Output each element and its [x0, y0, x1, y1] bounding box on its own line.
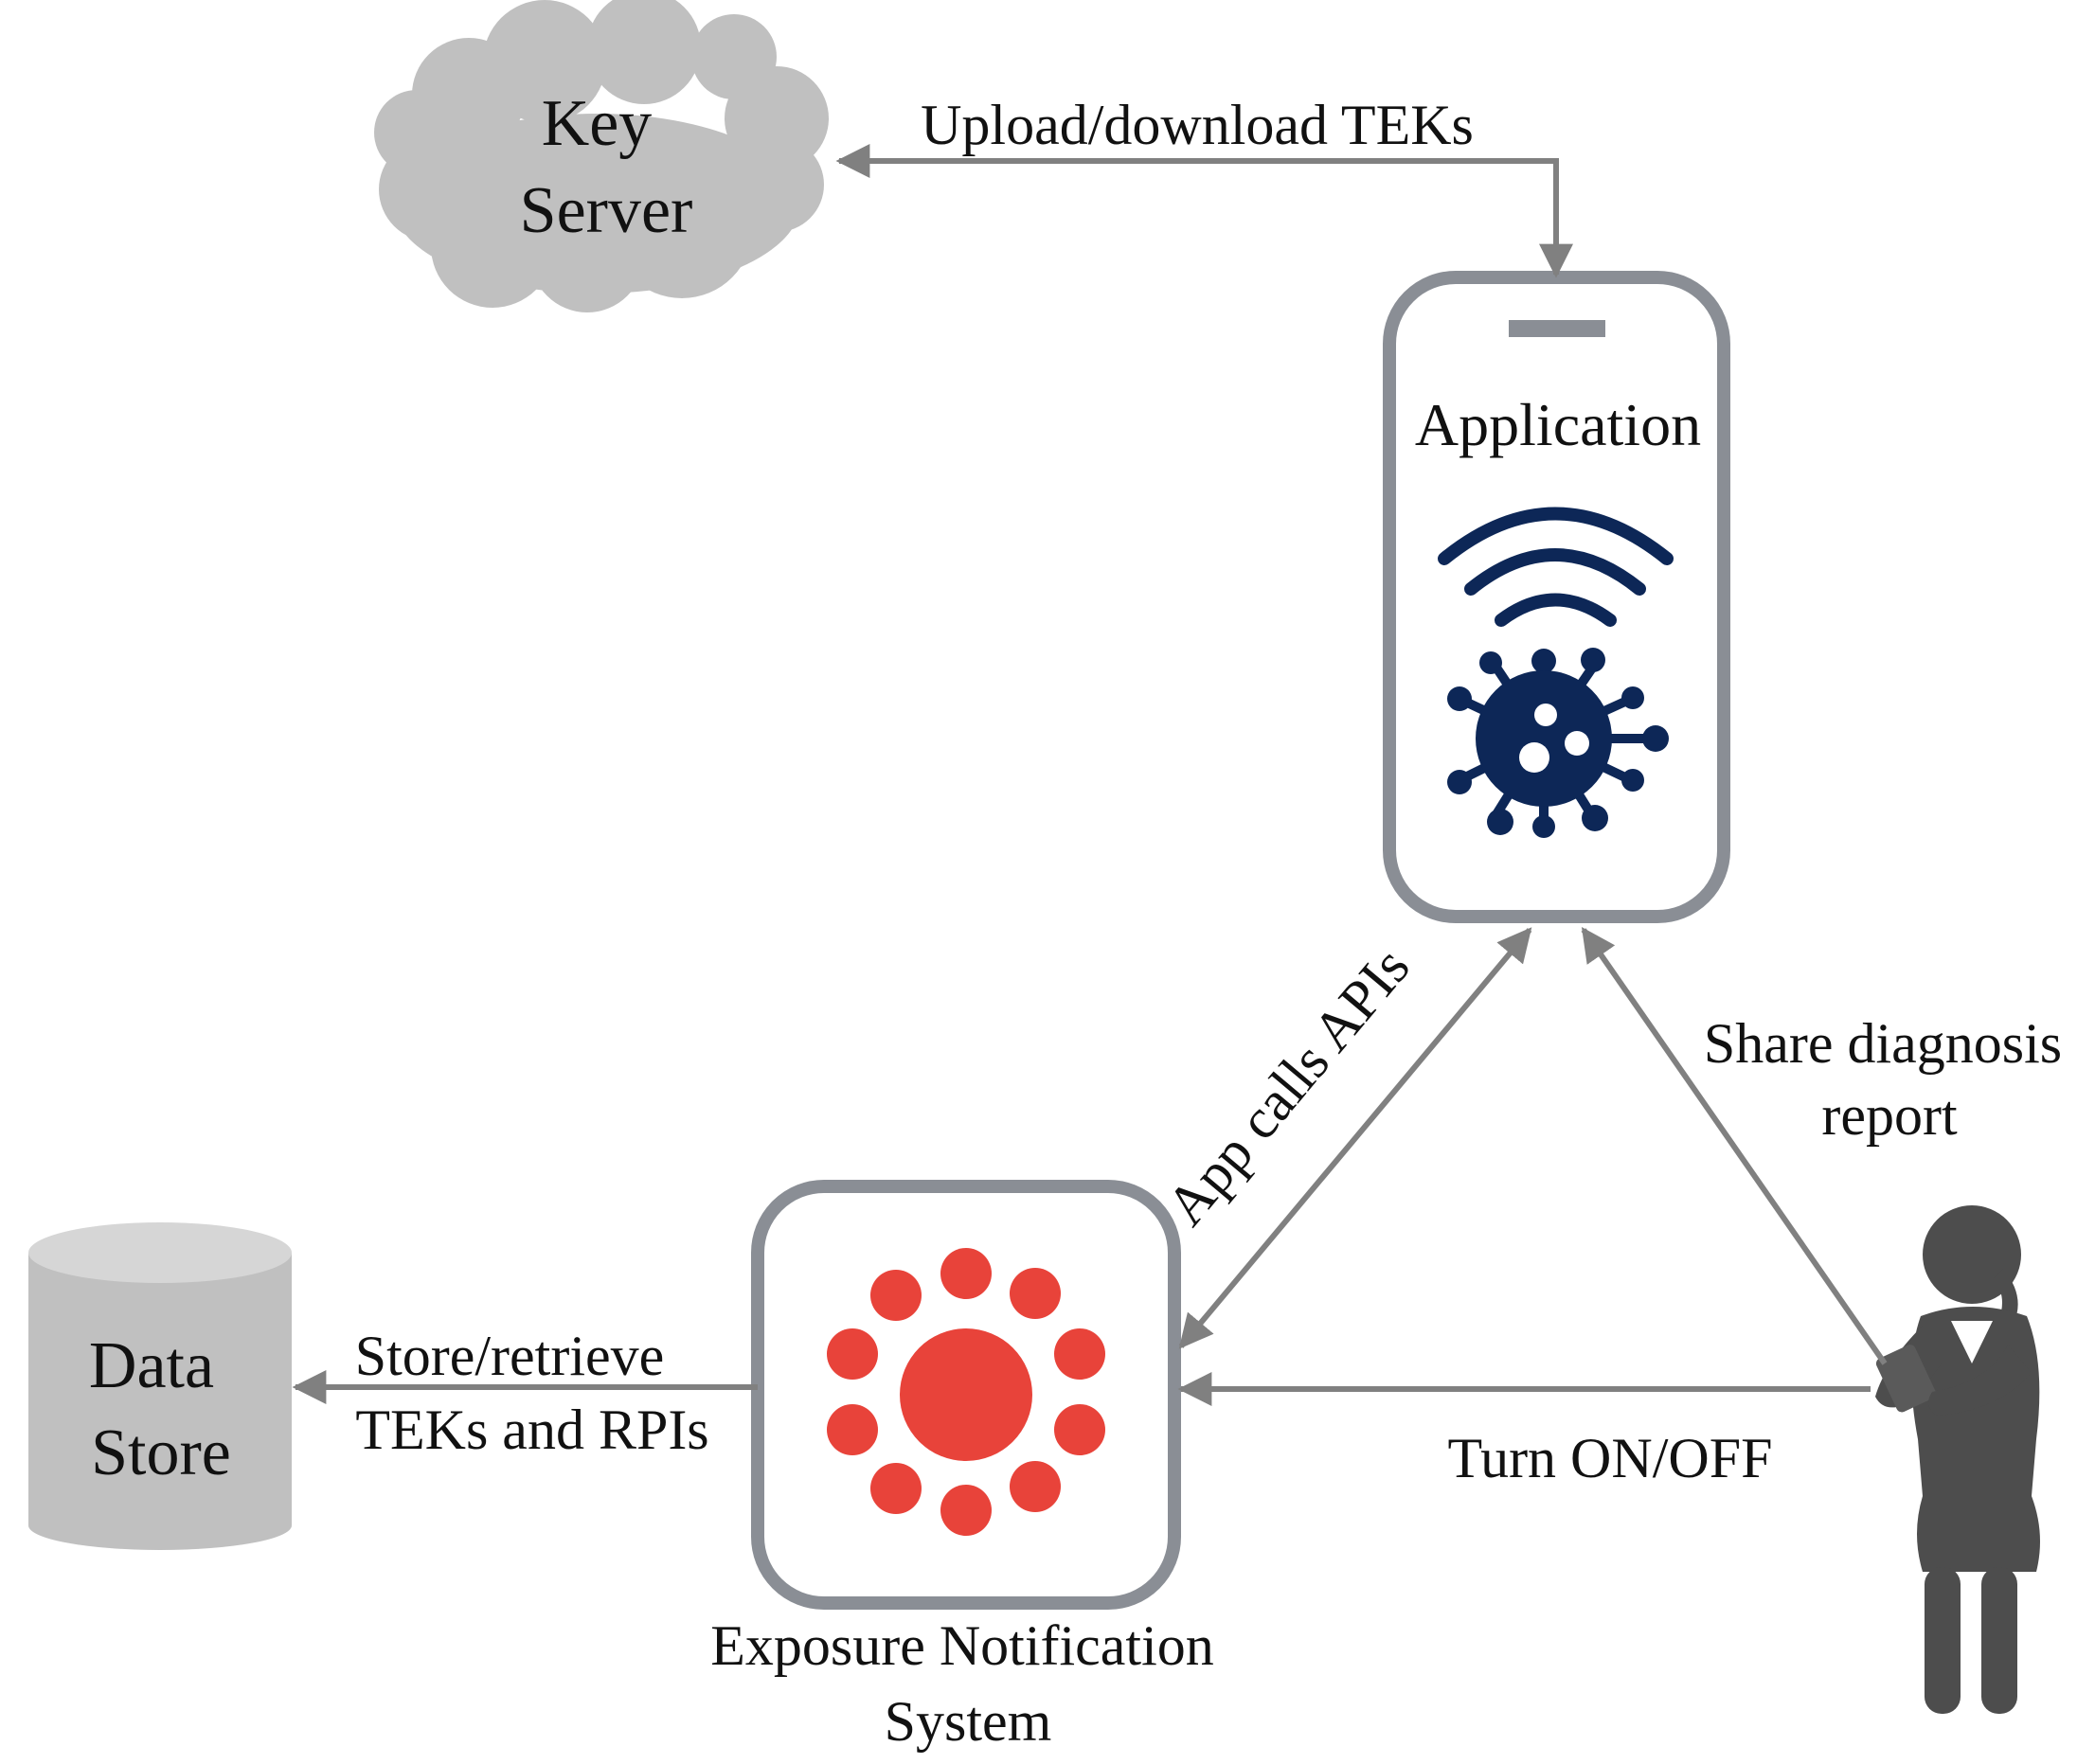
label-share-report-line2: report: [1821, 1084, 1958, 1147]
label-share-report-line1: Share diagnosis: [1704, 1012, 2062, 1075]
label-store-retrieve-line1: Store/retrieve: [355, 1325, 665, 1387]
database-cylinder-icon: [28, 1222, 292, 1550]
exposure-system-label-line2: System: [885, 1690, 1052, 1753]
phone-speaker-slot: [1509, 320, 1605, 337]
data-store-label-line2: Store: [91, 1417, 231, 1489]
label-store-retrieve-line2: TEKs and RPIs: [355, 1399, 708, 1461]
data-store-node: Data Store: [28, 1222, 292, 1550]
arrows: [292, 144, 1888, 1406]
application-node: Application: [1383, 271, 1730, 923]
key-server-label-line2: Server: [520, 174, 693, 247]
exposure-system-label-line1: Exposure Notification: [710, 1614, 1214, 1677]
arrow-share-report: [1581, 927, 1888, 1365]
cloud-icon: [374, 0, 829, 312]
label-turn-on-off: Turn ON/OFF: [1448, 1427, 1773, 1489]
label-app-calls-apis: App calls APIs: [1155, 935, 1422, 1237]
person-with-phone-icon: [1875, 1205, 2040, 1714]
virus-icon: [1447, 648, 1669, 838]
application-label: Application: [1415, 391, 1701, 458]
exposure-notification-node: Exposure Notification System: [710, 1180, 1214, 1753]
data-store-label-line1: Data: [89, 1329, 214, 1402]
wifi-icon: [1438, 507, 1674, 627]
key-server-label-line1: Key: [542, 87, 653, 160]
label-upload-download: Upload/download TEKs: [921, 94, 1474, 156]
key-server-node: Key Server: [374, 0, 829, 312]
exposure-sun-icon: [827, 1248, 1105, 1536]
arrow-upload-download: [835, 144, 1573, 278]
arrow-app-calls-apis: [1178, 927, 1532, 1349]
